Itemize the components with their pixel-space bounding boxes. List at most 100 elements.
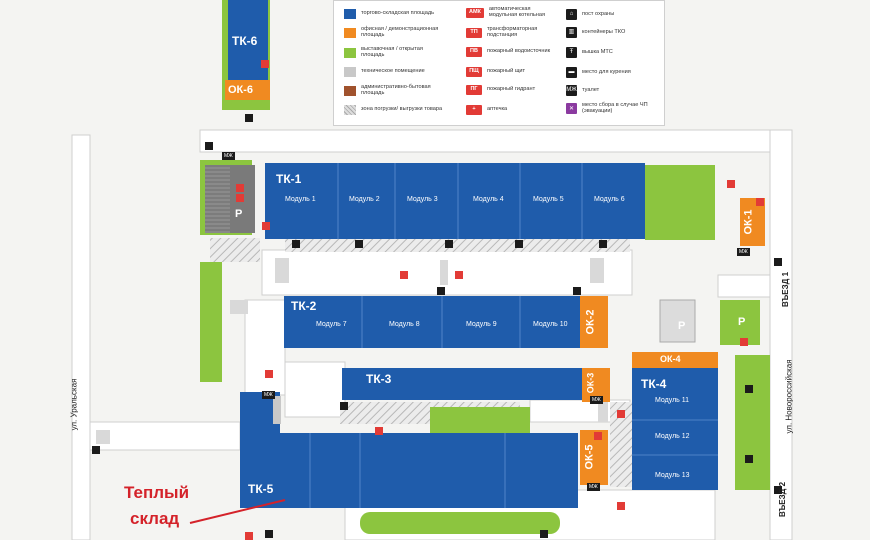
annotation-pointer [189, 499, 286, 524]
label-ok3: ОК-3 [585, 372, 596, 394]
loading-zone-4 [610, 402, 632, 487]
legend-technical: техническое помещение [344, 67, 425, 77]
first-aid-icon [262, 222, 270, 230]
road-north [199, 129, 791, 153]
road-south-west [89, 421, 241, 451]
building-tk2 [284, 296, 580, 348]
parking-west-label: P [235, 208, 243, 220]
guard-icon: ⌂ [566, 9, 577, 20]
road-west [71, 134, 91, 540]
building-tk3 [342, 368, 582, 400]
label-module-2: Модуль 2 [349, 196, 380, 203]
legend-smoking: ▬место для курения [566, 67, 631, 78]
toilet-ok1: МЖ [737, 248, 750, 256]
legend-admin: административно-бытовая площадь [344, 84, 444, 97]
street-entry-1: ВЪЕЗД 1 [781, 271, 791, 308]
warm-warehouse-annotation: Теплый склад [124, 480, 189, 532]
street-ural: ул. Уральская [69, 378, 79, 431]
label-ok4: ОК-4 [660, 354, 681, 364]
label-ok2: ОК-2 [584, 309, 597, 335]
fire-hydrant-icon [261, 60, 269, 68]
parking-east-label: P [678, 320, 686, 332]
guard-icon [205, 142, 213, 150]
fire-hydrant-icon [265, 370, 273, 378]
toilet-icon: МЖ [566, 85, 577, 96]
building-ok4 [632, 352, 718, 368]
building-tk4 [632, 368, 718, 490]
building-tk5 [240, 392, 578, 508]
label-module-8: Модуль 8 [389, 321, 420, 328]
annotation-line-1: Теплый [124, 483, 190, 502]
parking-stripes-west [205, 165, 230, 233]
legend-loading: зона погрузки/ выгрузки товара [344, 105, 444, 115]
fire-hydrant-icon [245, 532, 253, 540]
trash-icon [540, 530, 548, 538]
label-tk3: ТК-3 [366, 372, 392, 386]
evacuation-icon: ✕ [566, 103, 577, 115]
parking-east [659, 299, 696, 343]
fire-shield-icon [236, 184, 244, 192]
green-east-top [645, 165, 715, 240]
legend-guard: ⌂пост охраны [566, 9, 614, 20]
label-module-12: Модуль 12 [655, 433, 690, 440]
trash-icon [515, 240, 523, 248]
toilet-ok5: МЖ [587, 483, 600, 491]
label-module-6: Модуль 6 [594, 196, 625, 203]
label-module-3: Модуль 3 [407, 196, 438, 203]
first-aid-icon [594, 432, 602, 440]
smoking-icon [92, 446, 100, 454]
trash-icon [340, 402, 348, 410]
guard-icon [774, 258, 782, 266]
fire-hydrant-icon [617, 410, 625, 418]
building-ok6 [225, 80, 270, 100]
trash-icon [437, 287, 445, 295]
vehicle-icon [745, 455, 753, 463]
fire-hydrant-icon [727, 180, 735, 188]
label-module-11: Модуль 11 [655, 397, 690, 404]
trash-icon [292, 240, 300, 248]
loading-zone-1 [285, 238, 630, 252]
parking-green-label: P [738, 316, 746, 328]
building-ok2 [580, 296, 608, 348]
fire-hydrant-icon [455, 271, 463, 279]
green-parking [720, 300, 760, 345]
green-east-side [735, 355, 770, 490]
trash-icon [445, 240, 453, 248]
guard-icon [774, 486, 782, 494]
road-inner-2 [284, 361, 346, 418]
label-tk4: ТК-4 [641, 377, 667, 391]
label-module-5: Модуль 5 [533, 196, 564, 203]
legend-warehouse: торгово-складская площадь [344, 9, 434, 19]
tk5-technical [273, 396, 281, 424]
street-entry-2: ВЪЕЗД 2 [778, 481, 788, 518]
smoking-icon [245, 114, 253, 122]
label-module-1: Модуль 1 [285, 196, 316, 203]
street-novoros: ул. Новороссийская [784, 359, 794, 434]
first-aid-icon [756, 198, 764, 206]
trash-icon: ▥ [566, 27, 577, 38]
trash-icon [599, 240, 607, 248]
label-ok1: ОК-1 [742, 209, 755, 235]
ramp-icon [745, 385, 753, 393]
road-east [769, 129, 793, 540]
label-ok6: ОК-6 [228, 84, 254, 96]
label-module-10: Модуль 10 [533, 321, 568, 328]
building-ok1 [740, 198, 765, 246]
label-module-4: Модуль 4 [473, 196, 504, 203]
trash-icon [265, 530, 273, 538]
first-aid-icon [740, 338, 748, 346]
loading-zone-5 [210, 238, 260, 262]
label-module-13: Модуль 13 [655, 472, 690, 479]
smoking-icon: ▬ [566, 67, 577, 78]
road-east-link [717, 274, 771, 298]
legend-trash: ▥контейнеры ТКО [566, 27, 625, 38]
toilet-ok3: МЖ [590, 396, 603, 404]
label-tk5: ТК-5 [248, 482, 274, 496]
fire-hydrant-icon [617, 502, 625, 510]
